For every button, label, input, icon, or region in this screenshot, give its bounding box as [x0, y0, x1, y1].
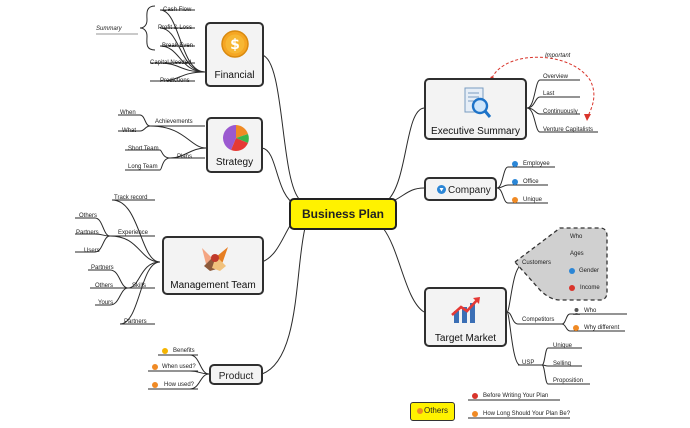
executive-last[interactable]: Last — [543, 91, 555, 97]
financial-item[interactable]: Profit & Loss — [158, 25, 193, 31]
topic-target-market[interactable]: Target Market — [424, 287, 507, 347]
strategy-short-team[interactable]: Short Team — [128, 146, 159, 152]
usp-selling[interactable]: Selling — [553, 361, 572, 367]
experience-users[interactable]: Users — [84, 248, 100, 254]
skills-partners[interactable]: Partners — [91, 265, 114, 271]
skills-label[interactable]: Skills — [132, 283, 147, 289]
income-icon — [569, 285, 575, 291]
document-search-icon — [464, 87, 492, 118]
skills-others[interactable]: Others — [95, 283, 114, 289]
achievements-label[interactable]: Achievements — [155, 119, 193, 125]
office-icon — [512, 179, 518, 185]
experience-partners[interactable]: Partners — [76, 230, 99, 236]
question-icon — [152, 364, 158, 370]
topic-product-label: Product — [218, 371, 254, 382]
dollar-coin-icon: $ — [221, 30, 249, 58]
others-label: Others — [423, 406, 448, 415]
topic-market-label: Target Market — [434, 333, 497, 344]
benefits-icon — [162, 348, 168, 354]
important-label: Important — [545, 53, 571, 59]
topic-executive-summary[interactable]: Executive Summary — [424, 78, 527, 140]
usp-proposition[interactable]: Proposition — [553, 378, 584, 384]
financial-item[interactable]: Break Even — [162, 43, 194, 49]
usp-label[interactable]: USP — [522, 360, 535, 366]
question-icon — [152, 382, 158, 388]
others-before-writing[interactable]: Before Writing Your Plan — [483, 393, 549, 399]
customers-ages[interactable]: Ages — [570, 251, 584, 257]
shield-icon — [437, 185, 446, 194]
question-icon — [472, 411, 478, 417]
experience-label[interactable]: Experience — [118, 230, 149, 236]
track-record-label[interactable]: Track record — [114, 195, 148, 201]
branch-financial — [261, 54, 301, 201]
question-icon — [573, 325, 579, 331]
person-icon — [573, 308, 580, 315]
customers-gender[interactable]: Gender — [579, 268, 600, 274]
management-partners[interactable]: Partners — [124, 319, 147, 325]
product-how-used[interactable]: How used? — [164, 382, 195, 388]
topic-management-label: Management Team — [170, 280, 256, 291]
financial-item[interactable]: Capital Needed — [150, 60, 192, 66]
financial-item[interactable]: Cash Flow — [163, 7, 192, 13]
executive-continuously[interactable]: Continuously — [543, 109, 578, 115]
customers-who[interactable]: Who — [570, 234, 583, 240]
summary-label: Summary — [96, 26, 122, 32]
customers-boundary — [514, 227, 608, 301]
others-icon — [417, 408, 423, 414]
gender-icon — [569, 268, 575, 274]
plans-label[interactable]: Plans — [177, 154, 193, 160]
others-how-long[interactable]: How Long Should Your Plan Be? — [483, 411, 571, 417]
important-relationship — [491, 56, 595, 119]
topic-executive-label: Executive Summary — [431, 126, 520, 137]
others-topic[interactable]: Others — [410, 402, 455, 421]
warning-icon — [472, 393, 478, 399]
branch-strategy — [261, 147, 297, 206]
svg-text:$: $ — [230, 37, 240, 53]
topic-management-team[interactable]: Management Team — [162, 236, 264, 295]
pie-chart-icon — [223, 125, 249, 151]
competitors-who[interactable]: Who — [584, 308, 597, 314]
branch-executive — [387, 107, 425, 201]
product-benefits[interactable]: Benefits — [173, 348, 195, 354]
topic-financial-label: Financial — [214, 70, 255, 81]
hands-together-icon — [202, 247, 228, 271]
central-topic-label: Business Plan — [301, 207, 385, 221]
financial-item[interactable]: Predictions — [160, 78, 190, 84]
customers-label[interactable]: Customers — [522, 260, 552, 266]
central-topic[interactable]: Business Plan — [289, 198, 397, 230]
branch-company — [394, 187, 425, 201]
topic-strategy-label: Strategy — [215, 157, 254, 168]
usp-unique[interactable]: Unique — [553, 343, 573, 349]
executive-venture-capitalists[interactable]: Venture Capitalists — [543, 127, 594, 133]
strategy-long-team[interactable]: Long Team — [128, 164, 158, 170]
strategy-when[interactable]: When — [120, 110, 136, 116]
strategy-what[interactable]: What — [122, 128, 137, 134]
executive-overview[interactable]: Overview — [543, 74, 569, 80]
topic-company-label: Company — [448, 185, 491, 196]
competitors-why-different[interactable]: Why different — [584, 325, 620, 331]
topic-product[interactable]: Product — [209, 364, 263, 385]
company-employee[interactable]: Employee — [523, 161, 550, 167]
skills-yours[interactable]: Yours — [98, 300, 114, 306]
branch-market — [382, 227, 425, 313]
employee-icon — [512, 161, 518, 167]
unique-icon — [512, 197, 518, 203]
experience-others[interactable]: Others — [79, 213, 98, 219]
product-when-used[interactable]: When used? — [162, 364, 196, 370]
trending-chart-icon — [451, 297, 480, 323]
branch-product — [261, 227, 306, 375]
customers-income[interactable]: Income — [580, 285, 600, 291]
competitors-label[interactable]: Competitors — [522, 317, 555, 323]
company-unique[interactable]: Unique — [523, 197, 543, 203]
company-office[interactable]: Office — [523, 179, 539, 185]
topic-company[interactable]: Company — [424, 177, 497, 201]
topic-financial[interactable]: $ Financial — [205, 22, 264, 87]
topic-strategy[interactable]: Strategy — [206, 117, 263, 173]
